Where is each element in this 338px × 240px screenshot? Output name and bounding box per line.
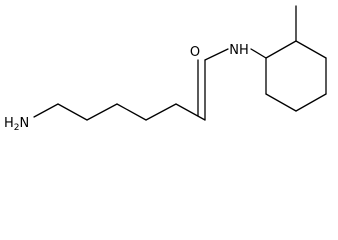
amine-nitrogen: N xyxy=(20,116,30,131)
cyclohexane-ring xyxy=(250,5,327,112)
carbonyl-group xyxy=(197,48,229,121)
amide-nitrogen-label: NH xyxy=(229,43,249,58)
atom-labels: O NH H2N xyxy=(4,43,249,133)
amine-hydrogen: H xyxy=(4,116,14,131)
ring-bond-5 xyxy=(265,93,297,112)
ring-bond-4 xyxy=(295,93,327,112)
bond-n-ring xyxy=(250,48,267,59)
bond-c4-c5 xyxy=(145,103,177,121)
amine-subscript: 2 xyxy=(14,123,20,133)
bond-n-c1 xyxy=(33,103,59,118)
bond-c2-c3 xyxy=(86,103,118,121)
ring-bond-2 xyxy=(295,40,327,59)
bond-carbonyl-n xyxy=(204,48,229,61)
bond-c5-carbonyl xyxy=(175,103,206,121)
bond-c1-c2 xyxy=(57,103,88,121)
alkyl-chain xyxy=(33,103,206,121)
amine-label: H2N xyxy=(4,116,29,133)
oxygen-label: O xyxy=(190,45,200,60)
chemical-structure-diagram: O NH H2N xyxy=(4,5,327,133)
bond-c3-c4 xyxy=(116,103,147,121)
ring-bond-1 xyxy=(265,40,297,59)
